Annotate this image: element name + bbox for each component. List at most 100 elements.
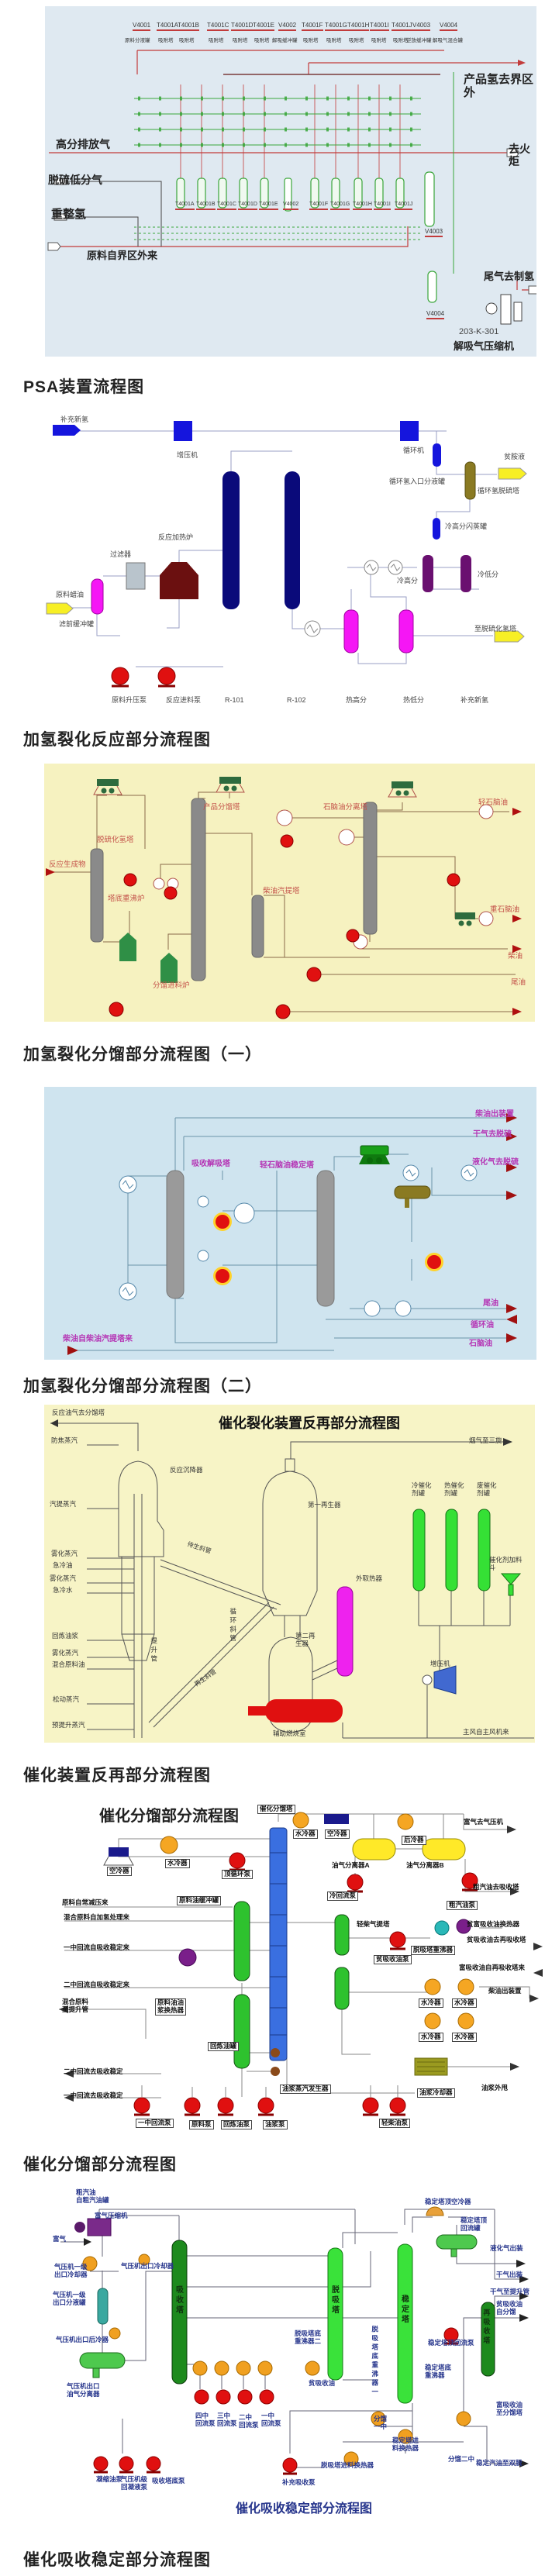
- hot-lp-separator: [398, 609, 414, 653]
- diagram-label: 催化分馏塔: [257, 1805, 295, 1814]
- diagram-label: T4001A: [175, 202, 195, 211]
- stabilizer-column: [397, 2243, 413, 2404]
- diagram-label: 石脑油分离塔: [323, 803, 368, 812]
- diagram-label: 吸附塔: [303, 38, 319, 43]
- diagram-label: 顶循环泵: [222, 1870, 254, 1879]
- diagram-label: 急冷油: [53, 1561, 73, 1569]
- diagram-label: 增压机: [430, 1660, 450, 1667]
- diesel-stripper-column: [251, 895, 264, 958]
- air-cooler-top: [324, 1814, 349, 1824]
- diagram-label: 粗汽油去吸收塔: [473, 1883, 519, 1891]
- hot-catalyst-hopper: [445, 1509, 458, 1591]
- diagram-label: 混合原料 至提升管: [62, 1998, 89, 2013]
- diagram-label: 催化分馏部分流程图: [99, 1808, 239, 1825]
- diagram-label: T4001E: [253, 22, 275, 32]
- pumps: [111, 667, 176, 688]
- diagram-label: 二中回流自吸收稳定来: [64, 1981, 130, 1988]
- diagram-label: T4001F: [302, 22, 323, 32]
- diagram-label: 过滤器: [110, 550, 132, 558]
- diagram-label: 贫胺液: [504, 453, 526, 460]
- diagram-label: 热低分: [403, 696, 425, 704]
- diagram-label: 柴油自柴油汽提塔来: [63, 1335, 133, 1343]
- diagram-label: 轻石脑油: [478, 798, 509, 807]
- diagram-label: 解吸气混合罐: [433, 38, 463, 43]
- diagram-label: 循环氢脱硫塔: [478, 487, 520, 495]
- diagram-label: 稳定汽油至双脱: [476, 2459, 523, 2467]
- fcc-rr-linework: [50, 1419, 534, 1739]
- absorber-desorber-column: [166, 1170, 185, 1299]
- diagram-label: 富气: [53, 2235, 67, 2243]
- diagram-label: 至脱硫化氢塔: [474, 625, 517, 633]
- diagram-label: 废催化 剂罐: [477, 1481, 497, 1497]
- diagram-label: 原料油油 浆换热器: [155, 1998, 187, 2016]
- diagram-label: 原料分液罐: [125, 38, 150, 43]
- reabsorber-column: [481, 2302, 495, 2377]
- diagram-label: 滤前缓冲罐: [59, 620, 95, 628]
- diagram-label: 富气压缩机: [95, 2212, 128, 2219]
- diagram-label: 油气分离器B: [406, 1861, 444, 1869]
- light-diesel-stripper-lower: [334, 1967, 350, 2010]
- gas-oil-separator-b: [422, 1838, 466, 1860]
- diagram-label: 尾气去制氢: [484, 271, 535, 282]
- diagram-label: 液化气去脱硫: [472, 1158, 519, 1167]
- diagram-label: R-101: [225, 696, 244, 704]
- section-heading-hc-frac1: 加氢裂化分馏部分流程图（一）: [23, 1046, 262, 1064]
- diagram-label: 富吸收油 至分馏塔: [496, 2401, 523, 2416]
- diagram-label: 原料自常减压来: [62, 1898, 109, 1906]
- diagram-label: 三中 回流泵: [217, 2412, 237, 2427]
- product-fractionator-column: [191, 798, 206, 981]
- compressor-outlet-separator: [79, 2352, 126, 2369]
- diagram-label: 吸附塔: [209, 38, 224, 43]
- diagram-label: 反应油气去分馏塔: [52, 1409, 105, 1416]
- reactor-r102: [285, 471, 300, 609]
- diagram-label: 凝缩油泵: [96, 2475, 123, 2483]
- feed-slurry-exchanger: [178, 1948, 197, 1967]
- diagram-label: 水冷器: [452, 1998, 477, 2008]
- diagram-label: 柴油汽提塔: [263, 887, 300, 895]
- diagram-label: 分馏 一中: [374, 2415, 388, 2430]
- diagram-label: 松动蒸汽: [53, 1695, 80, 1703]
- diagram-label: T4001D: [231, 22, 254, 32]
- diagram-label: 气压机出口后冷器: [56, 2336, 109, 2343]
- diagram-label: T4001C: [217, 202, 236, 211]
- diagram-label: 油气分离器A: [332, 1861, 370, 1869]
- diagram-label: 轻柴气提塔: [357, 1920, 390, 1928]
- diagram-label: 逆放缓冲罐: [406, 38, 432, 43]
- diagram-label: 冷回流泵: [327, 1891, 359, 1901]
- diagram-label: 防焦蒸汽: [51, 1436, 78, 1444]
- section-heading-fcc-frac: 催化分馏部分流程图: [23, 2156, 177, 2174]
- diagram-label: 循环斜管: [229, 1608, 237, 1643]
- diagram-label: 去火炬: [509, 143, 530, 168]
- diagram-label: 补充新氢: [60, 416, 89, 423]
- diagram-label: V4003: [425, 228, 443, 238]
- desorber-reboiler-exchanger: [434, 1920, 450, 1936]
- air-cooler-left: [103, 1847, 134, 1866]
- diagram-label: 脱硫低分气: [48, 174, 102, 186]
- diagram-label: 分馏二中: [448, 2455, 475, 2463]
- fcc-abs-stab-linework: [60, 2206, 529, 2475]
- diagram-label: 解吸缓冲罐: [272, 38, 298, 43]
- cold-catalyst-hopper: [412, 1509, 426, 1591]
- diagram-label: 二中回流去吸收稳定: [64, 2067, 123, 2075]
- fcc-reactor-regenerator-diagram: 催化裂化装置反再部分流程图反应油气去分馏塔防焦蒸汽反应沉降器汽提蒸汽第一再生器烟…: [44, 1405, 535, 1743]
- diagram-label: 水冷器: [419, 2033, 443, 2042]
- diagram-label: 柴油: [508, 952, 523, 960]
- stabilizer-overhead-air-cooler: [426, 2206, 444, 2216]
- diagram-label: 吸附塔: [254, 38, 270, 43]
- reaction-furnace: [160, 562, 198, 599]
- diagram-label: 吸附塔: [158, 38, 174, 43]
- diagram-label: 外取热器: [356, 1574, 383, 1582]
- lean-rich-oil-exchanger: [456, 1919, 471, 1934]
- diagram-label: 一中 回流泵: [261, 2412, 281, 2427]
- diagram-label: 反应加热炉: [158, 533, 194, 541]
- reactor-r101: [222, 471, 240, 609]
- diagram-label: 再吸收塔: [482, 2309, 491, 2346]
- diagram-label: 雾化蒸汽: [50, 1574, 77, 1582]
- diagram-label: 第二再 生器: [295, 1632, 316, 1647]
- diagram-label: 贫吸收油去再吸收塔: [467, 1936, 526, 1943]
- pumps: [93, 2327, 459, 2475]
- diagram-label: 后冷器: [402, 1836, 426, 1845]
